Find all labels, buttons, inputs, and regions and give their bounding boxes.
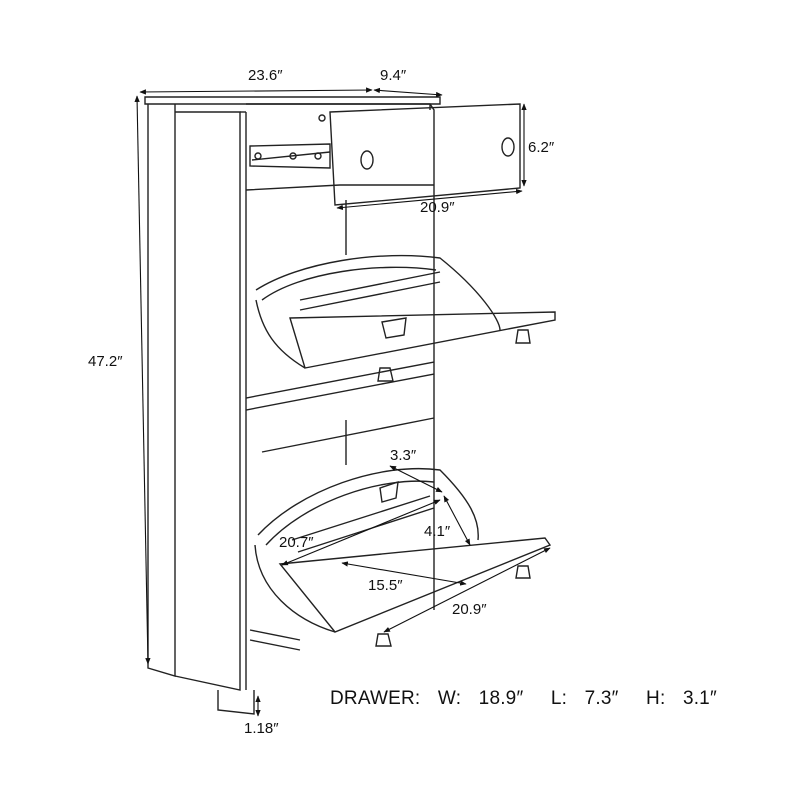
dim-outer-width-line <box>383 547 551 633</box>
cabinet-leg <box>217 690 255 715</box>
lower-tray-foot-2 <box>375 633 392 647</box>
upper-tray-arc <box>255 254 501 331</box>
lower-tray-support <box>254 544 336 633</box>
label-shelf-width: 15.5″ <box>368 577 403 594</box>
dimension-lines <box>134 87 551 717</box>
label-flap-inner: 4.1″ <box>424 523 451 540</box>
label-drawer-width: 20.9″ <box>420 199 455 216</box>
upper-tray-rail <box>299 271 441 311</box>
drawer-knob-left-icon <box>360 150 374 170</box>
dimension-labels: 23.6″ 9.4″ 47.2″ 6.2″ 20.9″ 3.3″ 4.1″ 20… <box>88 67 555 737</box>
drawer-front <box>329 103 521 206</box>
label-width: 23.6″ <box>248 67 283 84</box>
lower-tray-panel <box>278 537 552 633</box>
label-depth: 9.4″ <box>380 67 407 84</box>
upper-tray-support <box>255 299 306 369</box>
drawer-dimensions-caption: DRAWER: W: 18.9″ L: 7.3″ H: 3.1″ <box>330 688 717 710</box>
drawer-pin <box>318 114 326 122</box>
upper-tray-arc-inner <box>261 266 437 301</box>
cabinet-left-side <box>147 104 176 677</box>
drawer-w-value: 18.9″ <box>478 688 524 709</box>
upper-tray-clip <box>381 317 407 339</box>
dim-drawer-width-line <box>336 188 523 211</box>
dim-height-line <box>134 95 151 665</box>
slide-screw-3 <box>314 152 322 160</box>
label-leg-height: 1.18″ <box>244 720 279 737</box>
label-drawer-height: 6.2″ <box>528 139 555 156</box>
dim-width-line <box>139 87 373 95</box>
drawer-knob-right-icon <box>501 137 515 157</box>
cabinet-top <box>144 96 441 105</box>
interior-shelf-4 <box>261 417 435 453</box>
dim-shelf-width-line <box>341 561 467 586</box>
label-flap-width-inner: 20.7″ <box>279 534 314 551</box>
label-height: 47.2″ <box>88 353 123 370</box>
interior-shelf-1 <box>245 184 434 191</box>
bottom-rail <box>249 629 301 651</box>
upper-tray-foot-1 <box>515 329 531 344</box>
slide-screw-2 <box>289 152 297 160</box>
slide-screw-1 <box>254 152 262 160</box>
cabinet-front-panel <box>174 111 241 691</box>
drawer-l-value: 7.3″ <box>584 688 619 709</box>
open-drawer <box>249 103 521 206</box>
upper-flip-tray <box>255 254 556 382</box>
label-outer-width: 20.9″ <box>452 601 487 618</box>
drawer-h-value: 3.1″ <box>682 688 717 709</box>
drawer-w-label: W: <box>437 688 462 709</box>
lower-tray-foot-1 <box>515 565 531 579</box>
upper-tray-foot-2 <box>377 367 394 382</box>
label-flap-depth: 3.3″ <box>390 447 417 464</box>
drawer-caption-label: DRAWER: <box>330 688 421 709</box>
drawer-slide-rail <box>249 143 331 169</box>
cabinet-back-right <box>246 103 435 610</box>
cabinet-body <box>144 96 441 715</box>
drawer-l-label: L: <box>550 688 568 709</box>
drawer-h-label: H: <box>646 688 666 709</box>
dim-flap-width-inner-line <box>281 499 441 566</box>
dim-depth-line <box>373 87 443 98</box>
dim-flap-depth-line <box>389 465 443 493</box>
upper-tray-panel <box>289 311 556 369</box>
interior-shelf-2 <box>245 361 435 399</box>
dim-flap-inner-line <box>443 495 471 546</box>
interior-shelf-3 <box>245 373 435 411</box>
